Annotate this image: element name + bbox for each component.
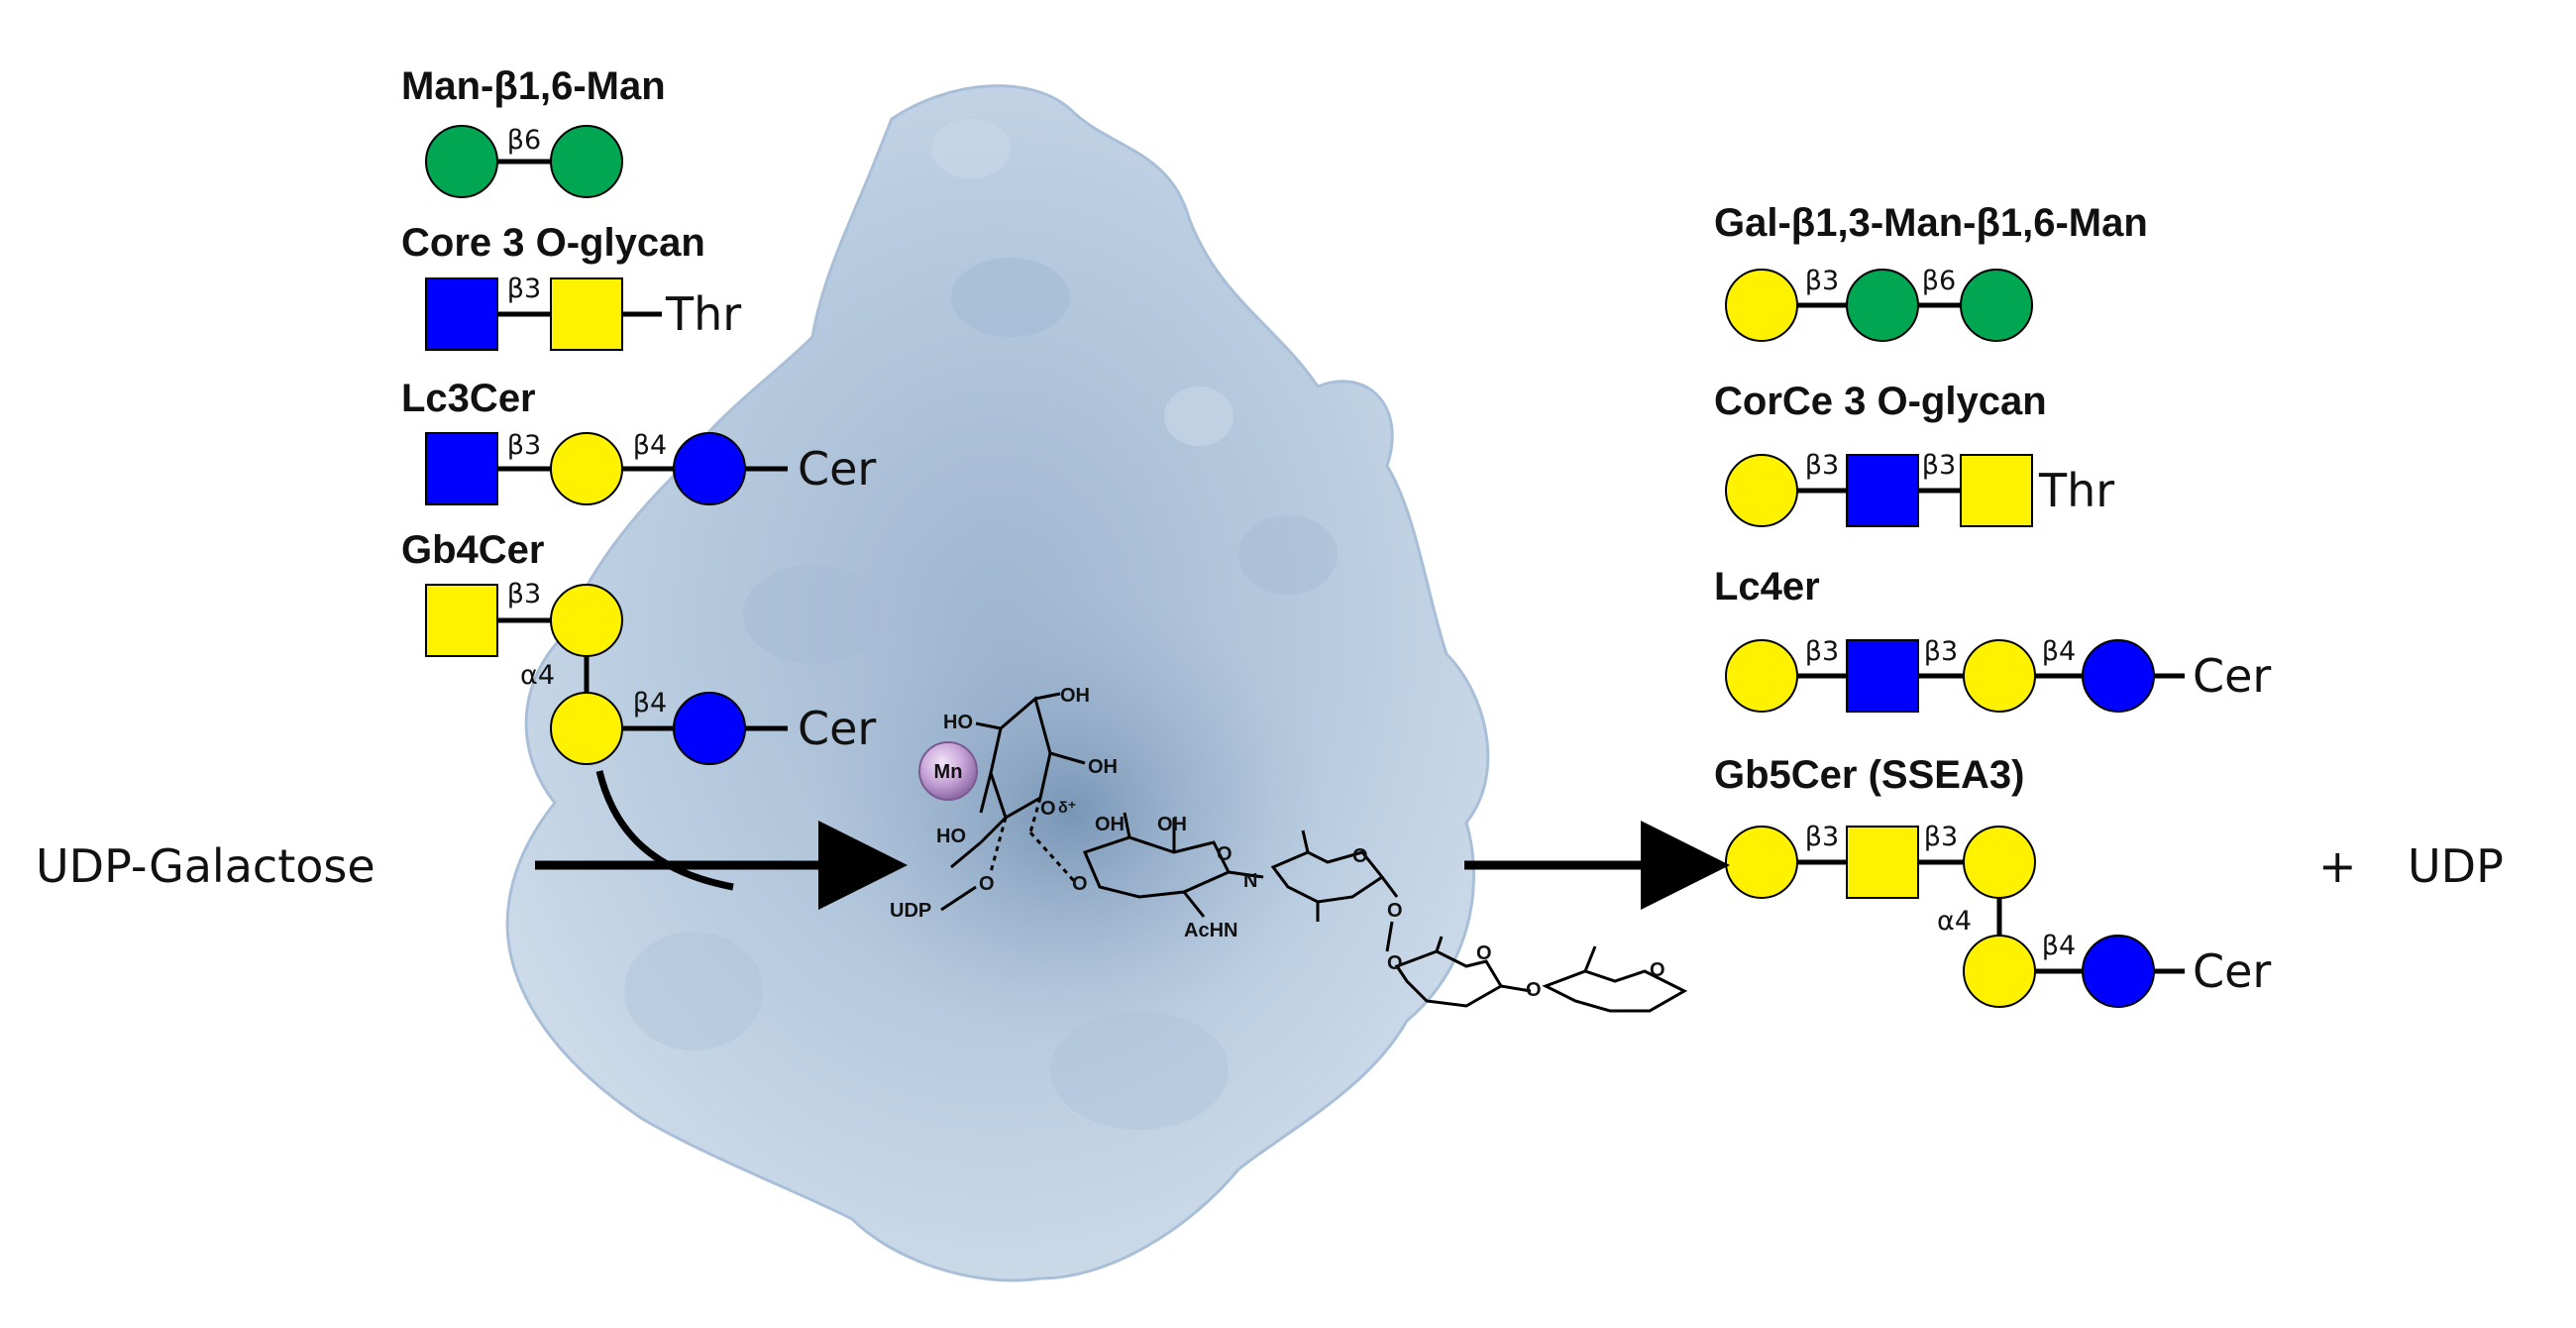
substrate-title: Man-β1,6-Man [401, 64, 666, 108]
achn: AcHN [1184, 920, 1237, 941]
delta-plus: δ⁺ [1058, 800, 1076, 817]
o-c7: O [1387, 952, 1403, 974]
glucose-icon [673, 432, 746, 505]
oh-b2: OH [1157, 814, 1187, 835]
linkage-label: β3 [1924, 636, 1958, 667]
donor-label: UDP-Galactose [36, 839, 376, 893]
glucose-icon [673, 692, 746, 765]
byproduct-label: UDP [2408, 839, 2504, 893]
linkage-label: β3 [1924, 822, 1958, 852]
product-title: CorCe 3 O-glycan [1714, 380, 2047, 423]
o-c8: O [1476, 942, 1492, 964]
glcnac-icon [1846, 454, 1919, 527]
product-title: Gal-β1,3-Man-β1,6-Man [1714, 201, 2148, 245]
linkage-label: β4 [2042, 636, 2076, 667]
glucose-icon [2082, 935, 2155, 1008]
linkage-label: β6 [1922, 266, 1956, 296]
linkage-label: β3 [1805, 636, 1839, 667]
substrate-title: Lc3Cer [401, 377, 536, 420]
linkage-label: β3 [1805, 266, 1839, 296]
linkage-label: β3 [1805, 450, 1839, 481]
galactose-icon [1725, 639, 1798, 713]
substrate-title: Core 3 O-glycan [401, 221, 705, 265]
glcnac-icon [425, 432, 498, 505]
product-title: Lc4er [1714, 565, 1820, 609]
glcnac-icon [425, 277, 498, 351]
aglycone-label: Cer [798, 442, 876, 496]
o-b3: O [1072, 873, 1088, 895]
glucose-icon [2082, 639, 2155, 713]
galnac-icon [1960, 454, 2033, 527]
linkage-label: β3 [507, 579, 541, 609]
linkage-label: β4 [2042, 931, 2076, 961]
linkage-label: α4 [520, 660, 555, 691]
galactose-icon [1963, 639, 2036, 713]
curved-arrow [595, 770, 734, 891]
aglycone-label: Cer [2193, 944, 2271, 998]
linkage-label: β3 [507, 274, 541, 304]
galactose-icon [550, 584, 623, 657]
protein-surface [505, 84, 1490, 1282]
galactose-icon [1963, 935, 2036, 1008]
o-c5: O [1352, 845, 1368, 867]
reaction-arrows [535, 770, 1730, 910]
o-c6: O [1387, 900, 1403, 922]
mannose-icon [1846, 269, 1919, 342]
aglycone-label: Thr [665, 287, 741, 341]
galactose-icon [550, 692, 623, 765]
galactose-icon [1963, 826, 2036, 899]
o-udp: O [979, 873, 995, 895]
substrate-title: Gb4Cer [401, 528, 545, 572]
linkage-label: β6 [507, 125, 541, 156]
o-c9: O [1526, 979, 1542, 1001]
plus-sign: + [2318, 839, 2357, 893]
transition-state-structure: Mn OH HO OH O δ⁺ HO O UDP OH OH O O AcHN… [890, 685, 1688, 1013]
n-link: N [1243, 870, 1257, 892]
udp-chem: UDP [890, 900, 931, 922]
mannose-icon [1960, 269, 2033, 342]
oh-top: OH [1060, 685, 1090, 707]
galnac-icon [1846, 826, 1919, 899]
aglycone-label: Cer [2193, 649, 2271, 703]
linkage-label: β3 [507, 430, 541, 461]
mn-ion-icon [918, 741, 978, 801]
galactose-icon [550, 432, 623, 505]
glcnac-icon [1846, 639, 1919, 713]
linkage-label: β4 [633, 688, 667, 719]
aglycone-label: Cer [798, 702, 876, 755]
linkage-label: β3 [1805, 822, 1839, 852]
galactose-icon [1725, 826, 1798, 899]
linkage-label: β3 [1922, 450, 1956, 481]
o-ring1: O [1040, 798, 1056, 820]
oh-b1: OH [1095, 814, 1125, 835]
o-b4: O [1217, 843, 1233, 865]
galactose-icon [1725, 454, 1798, 527]
galactose-icon [1725, 269, 1798, 342]
oh-right: OH [1088, 756, 1118, 778]
ho-lower: HO [936, 826, 966, 847]
mannose-icon [550, 125, 623, 198]
galnac-icon [550, 277, 623, 351]
aglycone-label: Thr [2038, 464, 2114, 517]
linkage-label: β4 [633, 430, 667, 461]
linkage-label: α4 [1937, 906, 1972, 937]
o-c10: O [1650, 959, 1665, 981]
galnac-icon [425, 584, 498, 657]
mn-label: Mn [934, 761, 963, 783]
product-title: Gb5Cer (SSEA3) [1714, 753, 2024, 797]
mannose-icon [425, 125, 498, 198]
ho-left: HO [943, 712, 973, 733]
